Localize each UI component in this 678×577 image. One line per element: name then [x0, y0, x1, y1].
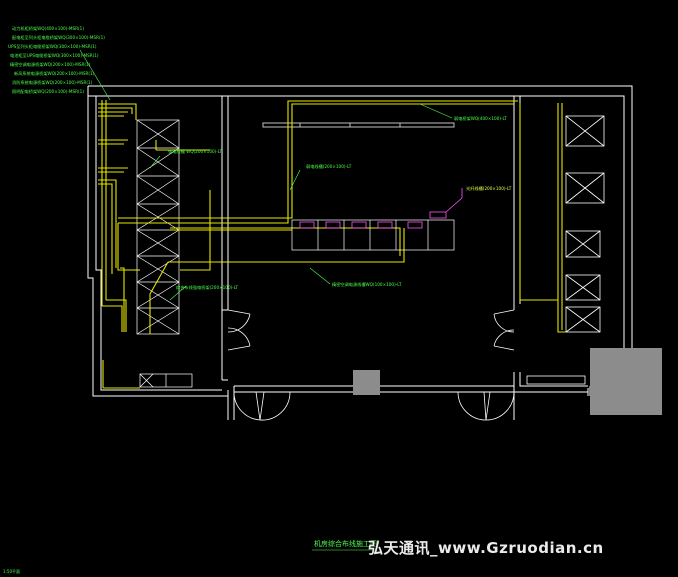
drawing-title: 机房综合布线施工图	[314, 539, 377, 548]
label-left-6: 消防系统电源桥架WQ(200×100)-MSR(1)	[12, 79, 93, 86]
label-center: 弱电线槽(200×100)-LT	[306, 163, 352, 170]
building-walls	[87, 85, 633, 420]
label-left-2: UPS至列头柜电缆桥架WQ(300×100)-MSR(1)	[8, 43, 97, 50]
left-label-stack: 动力机柜桥架WQ(400×100)-MSR(1) 配电柜至列头柜电缆桥架WQ(3…	[8, 25, 105, 95]
outdoor-unit-block	[590, 348, 662, 415]
doors	[227, 309, 515, 421]
label-left-5: 新风系统电源桥架WQ(200×100)-MSR(1)	[14, 70, 95, 77]
column-block-center	[353, 370, 380, 395]
watermark-text: 弘天通讯_www.Gzruodian.cn	[368, 539, 604, 557]
title-block: 机房综合布线施工图 1:8	[312, 539, 427, 551]
label-left-7: 照明配电桥架WQ(200×100)-MSR(1)	[12, 88, 84, 95]
yellow-cable-trays	[98, 100, 566, 389]
corner-tag: 1:50平面	[3, 569, 20, 574]
label-bottom-center: 精密空调电源线槽WQ(100×100)-LT	[332, 281, 402, 288]
center-rack-row	[291, 219, 455, 251]
right-lower-bench	[526, 375, 586, 385]
right-ac-units	[565, 115, 605, 333]
top-cable-rail	[262, 122, 455, 128]
leader-lines	[79, 49, 453, 301]
label-left-1: 配电柜至列头柜电缆桥架WQ(300×100)-MSR(1)	[12, 34, 105, 41]
label-magenta-right: 光纤线槽(200×100)-LT	[466, 185, 512, 192]
scale-note: 1:8	[420, 541, 427, 546]
label-mid-left: 强电线槽 WQ(200×100)-LT	[168, 148, 223, 155]
label-lower-left: 综合布线强电桥架(200×100)-LT	[176, 284, 239, 291]
label-left-0: 动力机柜桥架WQ(400×100)-MSR(1)	[12, 25, 84, 32]
label-left-3: 电池柜至UPS电缆桥架WQ(300×100)-MSR(1)	[10, 52, 99, 59]
label-top-right: 弱电桥架WQ(400×100)-LT	[454, 115, 507, 122]
left-rack-row	[136, 119, 193, 388]
fiber-trunk-markers	[299, 188, 463, 229]
label-left-4: 精密空调电源桥架WQ(200×100)-MSR(1)	[10, 61, 91, 68]
